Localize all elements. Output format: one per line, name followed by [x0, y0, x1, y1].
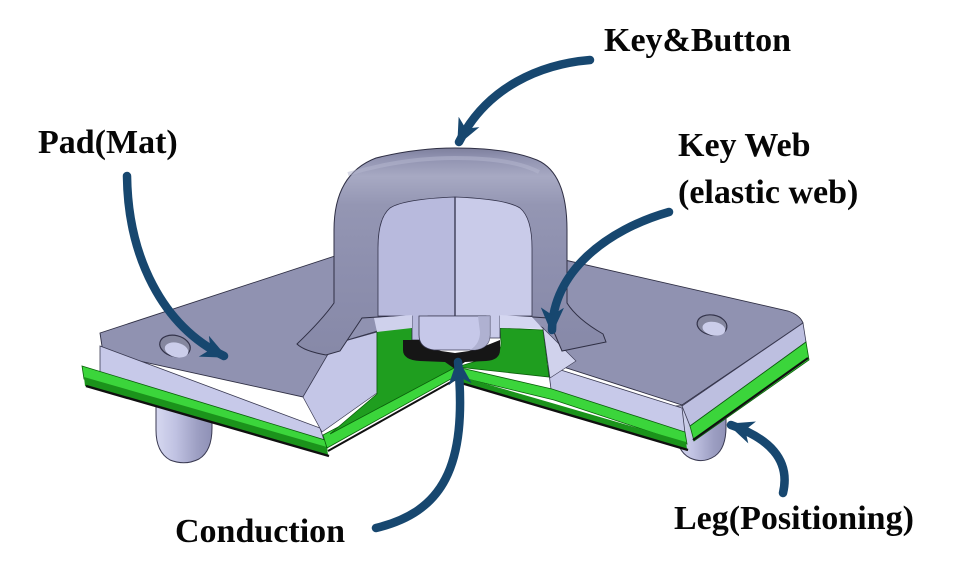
- key-button-arrow: [454, 55, 595, 147]
- pad-mat-right: [494, 257, 804, 406]
- pcb-left-edge-face: [84, 377, 328, 455]
- label-leg-positioning: Leg(Positioning): [674, 500, 914, 537]
- pcb-end-bottom-outline: [692, 357, 809, 441]
- label-key-web-line2: (elastic web): [678, 174, 859, 211]
- pcb-layer: [81, 341, 810, 458]
- pad-mat-arrow: [122, 171, 229, 361]
- key-web-arrow: [540, 207, 674, 335]
- leg-positioning-arrow: [726, 420, 789, 498]
- button-plunger-shade: [470, 316, 490, 350]
- label-key-button: Key&Button: [604, 22, 791, 59]
- conduction-arrow: [371, 357, 472, 533]
- flange-cut-sliver-left: [374, 315, 412, 332]
- pcb-right-bottom-outline: [460, 381, 689, 452]
- flange-cut-sliver-right: [500, 315, 543, 329]
- label-key-web: Key Web (elastic web): [678, 122, 858, 216]
- pcb-left-cut-outline: [327, 377, 459, 452]
- left-hole-inner-wall: [164, 342, 189, 358]
- pcb-left-bottom-outline: [85, 384, 330, 458]
- label-conduction: Conduction: [175, 513, 346, 550]
- right-pad-hole: [696, 314, 728, 336]
- pcb-right-edge-face: [459, 376, 687, 449]
- pcb-end-edge-bright: [689, 341, 810, 442]
- right-hole-inner-wall: [702, 321, 726, 336]
- left-pad-hole: [159, 334, 191, 358]
- key-button-body: [296, 147, 607, 356]
- callout-arrows: [122, 55, 789, 533]
- key-web-cross-section: [329, 326, 577, 435]
- button-dome-highlight: [347, 155, 540, 176]
- label-key-web-line1: Key Web: [678, 127, 811, 164]
- label-pad-mat: Pad(Mat): [38, 124, 178, 161]
